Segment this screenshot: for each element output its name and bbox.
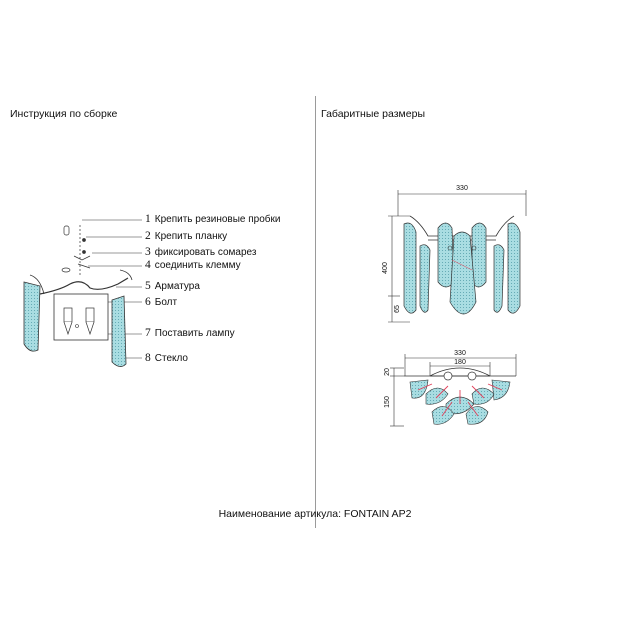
section-divider <box>315 96 316 528</box>
dimensions-title: Габаритные размеры <box>321 108 425 120</box>
front-width-label: 330 <box>456 185 468 192</box>
top-depth-label: 150 <box>384 396 391 408</box>
armature <box>39 277 129 295</box>
top-inner-width-label: 180 <box>454 359 466 366</box>
exploded-parts <box>61 225 91 275</box>
top-glass <box>409 379 511 425</box>
article-name: Наименование артикула: FONTAIN AP2 <box>218 508 412 520</box>
front-height-label: 400 <box>382 262 389 274</box>
top-width-label: 330 <box>454 350 466 357</box>
wall-plate <box>53 293 109 341</box>
top-offset-label: 20 <box>384 368 391 376</box>
front-view: 330 400 65 <box>382 185 527 323</box>
glass-left <box>23 281 41 352</box>
glass-right <box>111 295 127 367</box>
top-view: 330 180 20 150 <box>384 350 517 427</box>
front-depth-label: 65 <box>394 305 401 313</box>
lamp-holders <box>63 307 95 336</box>
assembly-title: Инструкция по сборке <box>10 108 118 120</box>
front-glass <box>403 222 521 315</box>
